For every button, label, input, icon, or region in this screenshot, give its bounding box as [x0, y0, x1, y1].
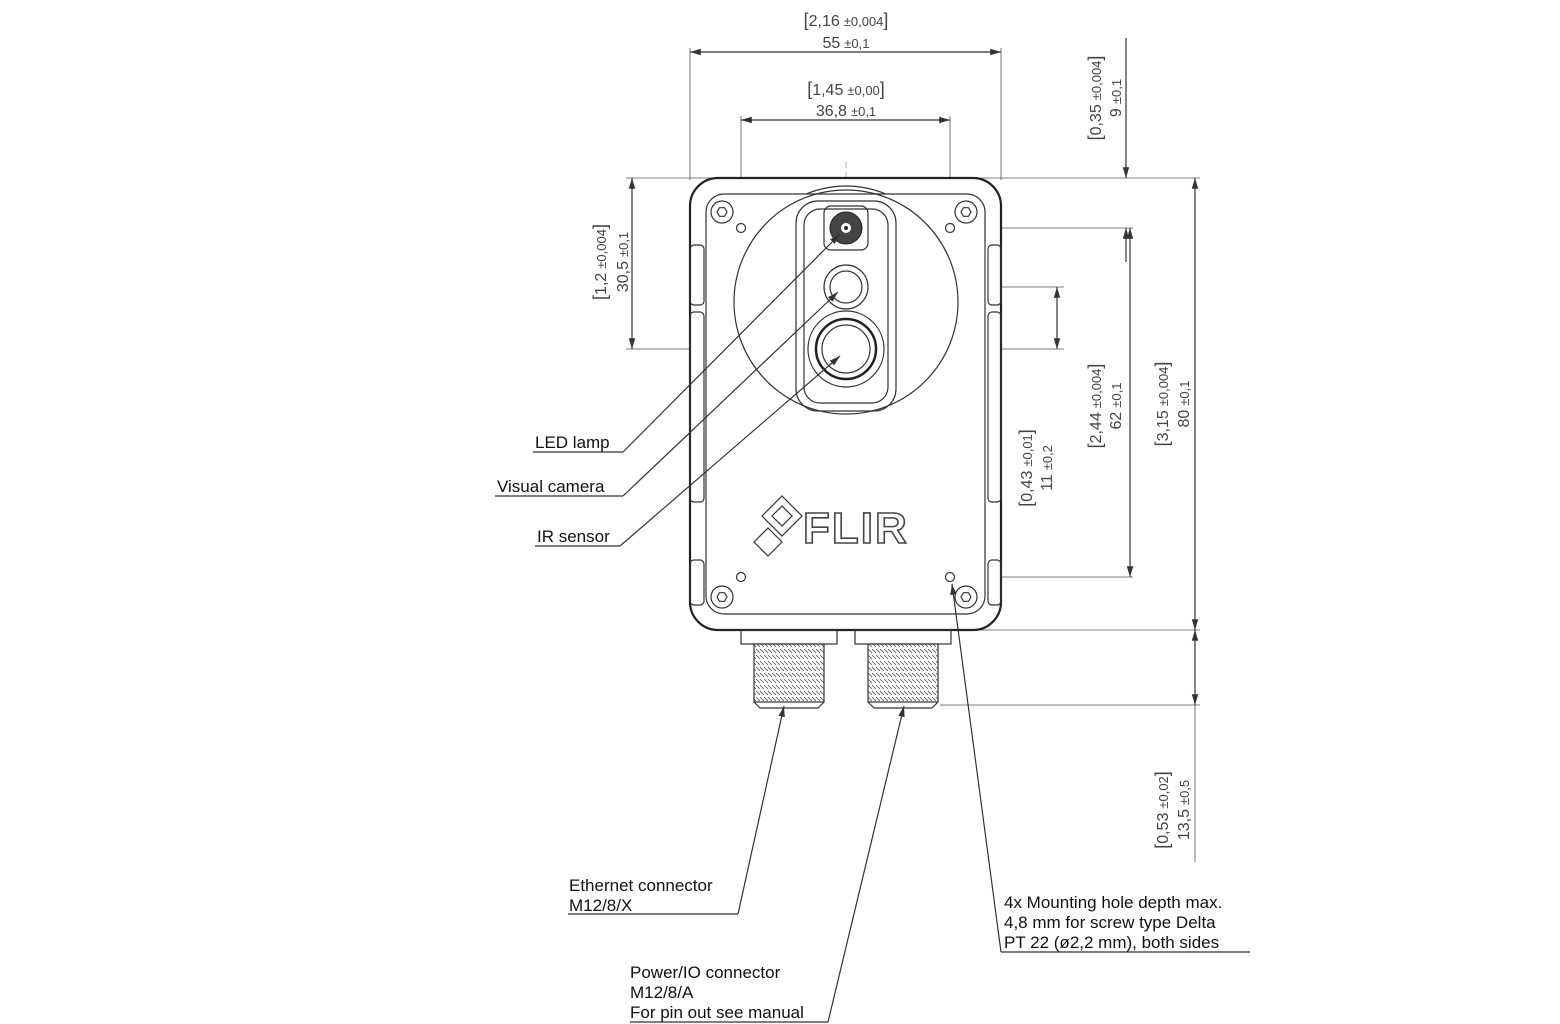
dim-hole-spacing-x: [1,45±0,00] 36,8±0,1 [807, 79, 885, 120]
mounting-label-line3: PT 22 (ø2,2 mm), both sides [1004, 933, 1219, 952]
lens-housing [733, 185, 959, 415]
svg-text:30,5±0,1: 30,5±0,1 [615, 232, 632, 292]
svg-text:[0,35±0,004]: [0,35±0,004] [1085, 56, 1105, 141]
ethernet-connector [753, 643, 825, 709]
svg-text:[0,43±0,01]: [0,43±0,01] [1016, 429, 1036, 507]
power-label-line1: Power/IO connector [630, 963, 781, 982]
screw-top-left [710, 200, 734, 224]
power-label-line2: M12/8/A [630, 983, 694, 1002]
leader-lines [495, 233, 1250, 1023]
screw-bottom-right [954, 585, 978, 609]
ir-sensor [807, 310, 885, 388]
dim-lens-offset: [1,2±0,004] 30,5±0,1 [590, 224, 632, 300]
callout-labels: LED lamp Visual camera IR sensor Etherne… [497, 433, 1222, 1022]
dim-connector-length: [0,53±0,02] 13,5±0,5 [1152, 771, 1193, 849]
mounting-label-line2: 4,8 mm for screw type Delta [1004, 913, 1216, 932]
svg-text:9±0,1: 9±0,1 [1108, 79, 1125, 117]
mounting-label-line1: 4x Mounting hole depth max. [1004, 893, 1222, 912]
visual-camera [823, 264, 869, 310]
dim-overall-height: [3,15±0,004] 80±0,1 [1152, 362, 1193, 447]
svg-text:[2,16±0,004]: [2,16±0,004] [804, 10, 889, 30]
svg-text:11±0,2: 11±0,2 [1039, 445, 1056, 491]
svg-text:[1,45±0,00]: [1,45±0,00] [807, 79, 885, 99]
ethernet-label-line1: Ethernet connector [569, 876, 713, 895]
svg-text:62±0,1: 62±0,1 [1108, 382, 1125, 429]
svg-text:13,5±0,5: 13,5±0,5 [1176, 780, 1193, 840]
corner-screws [710, 200, 978, 609]
svg-text:80±0,1: 80±0,1 [1176, 380, 1193, 427]
connectors [740, 629, 952, 709]
dim-lens-gap: [0,43±0,01] 11±0,2 [1016, 429, 1056, 507]
flir-logo: FLIR [753, 495, 909, 557]
svg-text:55±0,1: 55±0,1 [822, 35, 869, 52]
dim-overall-width: [2,16±0,004] 55±0,1 [804, 10, 889, 52]
camera-body [688, 176, 1003, 632]
dim-top-offset: [0,35±0,004] 9±0,1 [1085, 56, 1125, 141]
visual-camera-label: Visual camera [497, 477, 605, 496]
power-connector [867, 643, 939, 709]
svg-text:[1,2±0,004]: [1,2±0,004] [590, 224, 610, 300]
led-lamp-label: LED lamp [535, 433, 610, 452]
dim-hole-spacing-y: [2,44±0,004] 62±0,1 [1085, 364, 1125, 449]
power-label-line3: For pin out see manual [630, 1003, 804, 1022]
svg-text:36,8±0,1: 36,8±0,1 [816, 103, 876, 120]
svg-text:[2,44±0,004]: [2,44±0,004] [1085, 364, 1105, 449]
ethernet-label-line2: M12/8/X [569, 896, 632, 915]
screw-top-right [954, 200, 978, 224]
screw-bottom-left [710, 585, 734, 609]
dimension-lines [628, 38, 1199, 862]
ir-sensor-label: IR sensor [537, 527, 610, 546]
svg-text:[3,15±0,004]: [3,15±0,004] [1152, 362, 1172, 447]
svg-text:[0,53±0,02]: [0,53±0,02] [1152, 771, 1172, 849]
logo-text: FLIR [803, 504, 909, 553]
mounting-holes [735, 222, 956, 583]
